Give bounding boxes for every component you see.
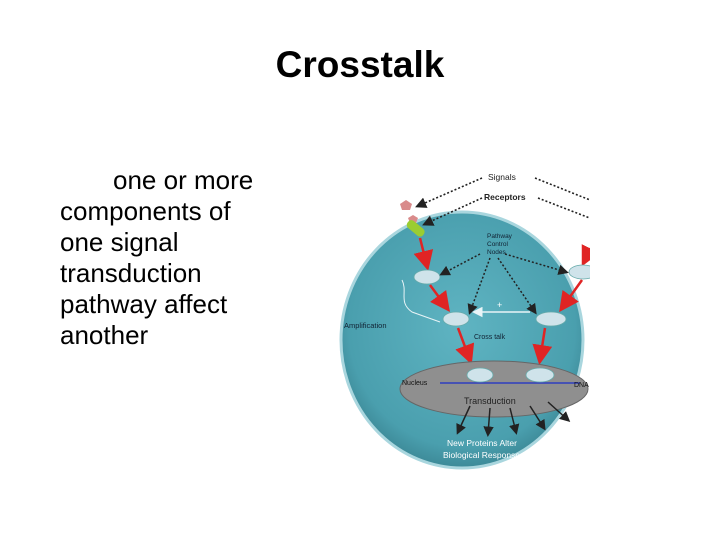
crosstalk-plus: + [497, 300, 502, 310]
crosstalk-label: Cross talk [474, 334, 506, 341]
receptor-left [406, 220, 425, 237]
transcription-factor [525, 367, 555, 383]
red-arrow [581, 244, 590, 267]
pathway-node [413, 269, 441, 285]
response-line: New Proteins Alter [447, 438, 517, 448]
nucleus-label: Nucleus [402, 380, 428, 387]
signal-arrow-left [415, 177, 483, 208]
transcription-factor [466, 367, 494, 383]
body-text: one or more components of one signal tra… [60, 165, 320, 351]
dna-label: DNA [574, 382, 589, 389]
output-arrow [509, 407, 520, 435]
control-arrow [467, 257, 491, 315]
red-arrow [532, 327, 553, 365]
pathway-nodes-line: Control [487, 241, 509, 248]
body-line: one signal [60, 227, 179, 257]
pathway-nodes-line: Pathway [487, 233, 513, 240]
red-arrow [559, 279, 584, 313]
pathway-node [535, 311, 567, 327]
transduction-label: Transduction [464, 396, 516, 406]
slide-title: Crosstalk [275, 44, 445, 85]
amplification-label: Amplification [344, 321, 387, 330]
body-line: pathway affect [60, 289, 228, 319]
body-line: another [60, 320, 149, 350]
output-arrow [456, 405, 471, 435]
output-arrow [483, 407, 494, 437]
control-arrow [439, 253, 481, 276]
red-arrow [413, 237, 434, 271]
red-arrow [455, 327, 475, 365]
signal-arrow-right [534, 177, 590, 201]
output-arrow [529, 405, 546, 431]
receptor-arrow-right [537, 197, 590, 219]
signals-label: Signals [488, 172, 516, 182]
pathway-node [442, 311, 470, 327]
crosstalk-diagram: Signals Receptors Pathway Control Nodes … [339, 172, 590, 470]
receptors-label: Receptors [484, 192, 526, 202]
body-line: components of [60, 196, 231, 226]
output-arrow [547, 401, 571, 423]
signal-molecule-left [400, 200, 412, 210]
body-line: transduction [60, 258, 202, 288]
red-arrow [428, 284, 450, 313]
pathway-node [568, 264, 590, 280]
nucleus [399, 360, 589, 418]
amplification-bracket [401, 279, 441, 323]
receptor-arrow-left [422, 197, 483, 226]
pathway-nodes-label: Pathway Control Nodes [487, 233, 514, 256]
response-label: New Proteins Alter Biological Response [443, 438, 520, 460]
response-line: Biological Response [443, 450, 520, 460]
control-arrow [504, 253, 569, 275]
pathway-nodes-line: Nodes [487, 249, 507, 256]
body-line: one or more [113, 165, 254, 195]
control-arrow [497, 257, 537, 315]
